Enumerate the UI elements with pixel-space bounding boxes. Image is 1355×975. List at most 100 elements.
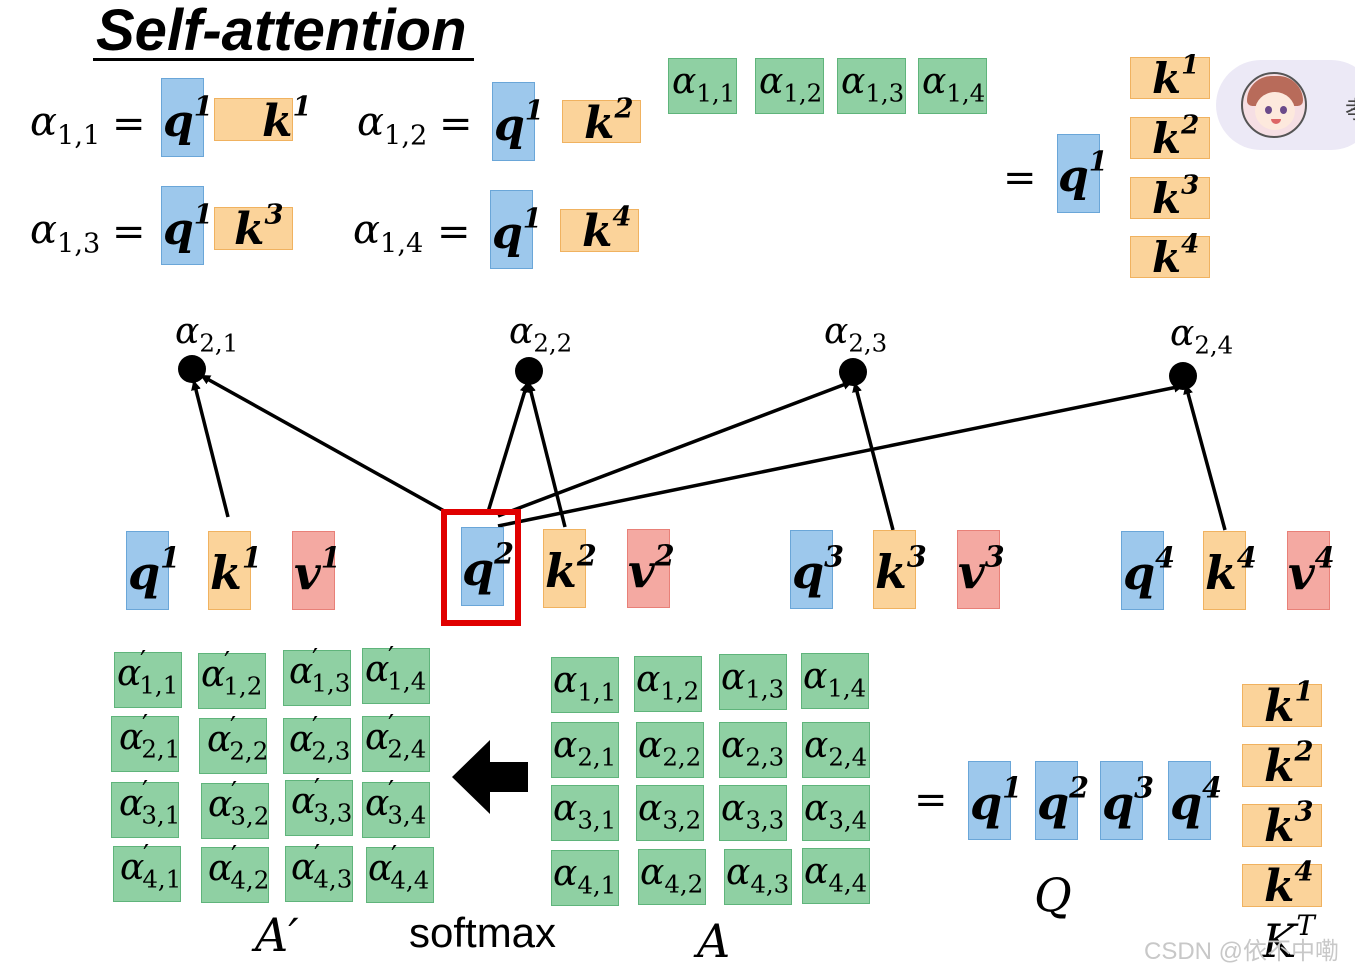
- k1-box: [1242, 684, 1322, 727]
- k1-token: k1: [262, 90, 312, 147]
- k4-box: [1130, 236, 1210, 278]
- a-cell: α4,4: [804, 851, 868, 898]
- k4-box: [1203, 531, 1246, 610]
- v4-box: [1287, 531, 1330, 610]
- score-node: [1169, 362, 1197, 390]
- v1-token: v1: [294, 540, 341, 600]
- a-prime-cell: α′2,3: [289, 712, 351, 766]
- a-cell: α4,1: [553, 853, 617, 900]
- k3-box: [214, 207, 293, 250]
- a-prime-cell: α′1,4: [365, 642, 427, 696]
- k-transpose-label: KT: [1262, 908, 1315, 968]
- q3-token: q3: [792, 539, 845, 599]
- v2-box: [627, 529, 670, 608]
- q1-token: q1: [970, 770, 1023, 830]
- k2-box: [1130, 117, 1210, 159]
- arrow-q2-to-alpha21: [200, 374, 447, 514]
- q1-token: q1: [163, 90, 213, 147]
- alpha-1-4-label: α1,4: [353, 207, 424, 260]
- a-cell: α2,1: [553, 725, 617, 772]
- q4-token: q4: [1170, 770, 1223, 830]
- v1-box: [292, 531, 335, 610]
- a-label: A: [697, 914, 731, 968]
- equals-sign: =: [112, 101, 146, 147]
- equals-sign: =: [914, 777, 948, 823]
- k3-box: [1242, 804, 1322, 847]
- q4-box: [1168, 761, 1211, 840]
- k2-box: [562, 100, 641, 143]
- q3-token: q3: [1102, 770, 1155, 830]
- k1-token: k1: [210, 540, 262, 600]
- score-node: [839, 358, 867, 386]
- k3-token: k3: [234, 198, 284, 255]
- highlight-box: [441, 509, 521, 626]
- q4-box: [1121, 531, 1164, 610]
- k2-token: k2: [584, 92, 634, 149]
- a-prime-cell: α′3,4: [365, 776, 427, 830]
- a-cell: α2,3: [721, 725, 785, 772]
- q1-box: [161, 186, 204, 265]
- q1-box: [1057, 134, 1100, 213]
- left-arrow-icon: [452, 740, 528, 814]
- arrow-k2-to-alpha22: [526, 382, 567, 528]
- v3-token: v3: [958, 539, 1005, 599]
- score-node: [515, 357, 543, 385]
- a-prime-cell: α′3,2: [208, 777, 270, 831]
- q2-token: q2: [462, 536, 515, 596]
- equals-sign: =: [437, 209, 471, 255]
- a-prime-label: A′: [255, 908, 299, 962]
- k3-token: k3: [1152, 170, 1200, 223]
- q3-box: [1100, 761, 1143, 840]
- q1-box: [161, 78, 204, 157]
- a-cell: α2,4: [804, 725, 868, 772]
- equals-sign: =: [1003, 155, 1037, 201]
- a-prime-cell: α′2,1: [119, 710, 181, 764]
- score-cell: [837, 58, 906, 114]
- q1-token: q1: [163, 198, 213, 255]
- arrow-k1-to-alpha21: [191, 380, 230, 518]
- q1-token: q1: [128, 540, 181, 600]
- alpha-2-1-label: α2,1: [175, 311, 239, 358]
- avatar-icon[interactable]: [1241, 72, 1307, 138]
- a-prime-cell: α′4,2: [208, 841, 270, 895]
- k4-token: k4: [1205, 540, 1257, 600]
- softmax-label: softmax: [409, 909, 557, 956]
- title-underline: [93, 58, 474, 61]
- score-label: α1,3: [841, 61, 905, 108]
- k4-box: [1242, 864, 1322, 907]
- k3-box: [1130, 177, 1210, 219]
- alpha-2-3-label: α2,3: [824, 311, 888, 358]
- score-label: α1,2: [759, 61, 823, 108]
- q-label: Q: [1034, 868, 1072, 922]
- score-cell: [918, 58, 987, 114]
- a-cell: α3,2: [638, 788, 702, 835]
- k4-box: [560, 209, 639, 252]
- a-cell: α3,3: [721, 788, 785, 835]
- q1-box: [492, 82, 535, 161]
- pill-text: 孝: [1345, 90, 1355, 125]
- k2-box: [543, 529, 586, 608]
- a-cell: α4,3: [726, 852, 790, 899]
- k4-token: k4: [1152, 229, 1200, 282]
- alpha-1-2-label: α1,2: [357, 99, 428, 152]
- alpha-2-4-label: α2,4: [1170, 313, 1234, 360]
- a-cell: α1,4: [803, 656, 867, 703]
- q2-token: q2: [1037, 770, 1090, 830]
- score-label: α1,4: [922, 61, 986, 108]
- k2-token: k2: [545, 538, 597, 598]
- a-cell: α3,4: [804, 788, 868, 835]
- a-cell: α1,1: [553, 660, 617, 707]
- k4-token: k4: [1264, 855, 1314, 912]
- a-prime-cell: α′3,1: [119, 776, 181, 830]
- q2-box: [1035, 761, 1078, 840]
- a-cell: α1,2: [636, 659, 700, 706]
- arrow-q2-to-alpha22: [486, 382, 530, 513]
- score-node: [178, 355, 206, 383]
- score-cell: [668, 58, 737, 114]
- k2-box: [1242, 744, 1322, 787]
- a-cell: α4,2: [640, 852, 704, 899]
- k3-token: k3: [1264, 795, 1314, 852]
- a-prime-cell: α′4,3: [291, 840, 353, 894]
- q1-token: q1: [494, 94, 544, 151]
- q4-token: q4: [1123, 540, 1176, 600]
